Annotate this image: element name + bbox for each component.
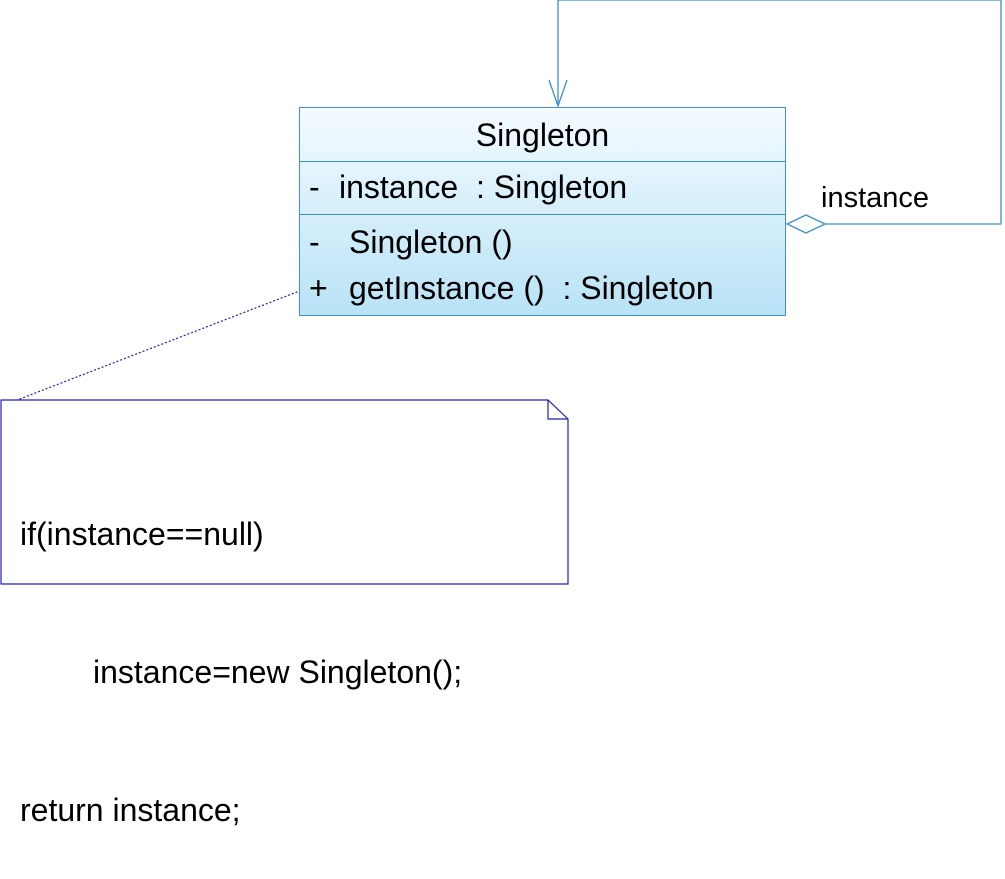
attributes-compartment: -instance : Singleton <box>300 162 785 215</box>
self-association-line <box>557 0 1002 225</box>
operation-visibility: - <box>309 224 320 260</box>
attribute-row: -instance : Singleton <box>309 167 627 207</box>
operation-row: + getInstance () : Singleton <box>309 268 714 308</box>
operation-text: Singleton () <box>349 224 513 260</box>
note-line: return instance; <box>20 792 241 828</box>
note-folded-corner-icon <box>547 400 568 420</box>
class-name: Singleton <box>475 117 610 153</box>
singleton-class-box[interactable]: Singleton -instance : Singleton -Singlet… <box>299 107 786 316</box>
association-role-label: instance <box>821 182 930 214</box>
operation-text: getInstance () : Singleton <box>349 270 714 306</box>
note-content: if(instance==null) instance=new Singleto… <box>20 419 462 879</box>
association-arrowhead-icon <box>548 79 568 108</box>
attribute-visibility: - <box>309 169 320 205</box>
note-line: if(instance==null) <box>20 516 264 552</box>
attribute-text: instance : Singleton <box>339 169 628 205</box>
note-line: instance=new Singleton(); <box>93 654 463 690</box>
operation-visibility: + <box>309 270 328 306</box>
operations-compartment: -Singleton () + getInstance () : Singleto… <box>300 215 785 315</box>
class-name-compartment: Singleton <box>300 108 785 162</box>
aggregation-diamond-icon <box>785 214 827 234</box>
diagram-canvas <box>0 0 1002 585</box>
operation-row: -Singleton () <box>309 222 513 262</box>
note-connector-line <box>11 286 311 403</box>
note-shape <box>0 399 569 585</box>
